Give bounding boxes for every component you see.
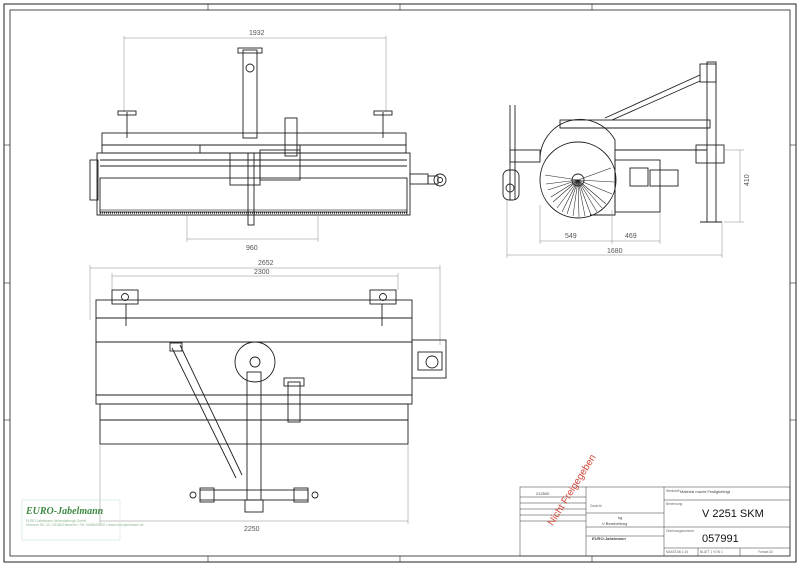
tb-scale: MAßSTAB 1:15 — [666, 550, 688, 554]
tb-name-header: Benennung — [666, 502, 683, 506]
tb-number-small: 212500 — [536, 491, 550, 496]
tb-sheet: BLATT 1 VON 1 — [700, 550, 723, 554]
tb-material-header: Werkstoff — [666, 489, 679, 493]
frame-ticks — [4, 4, 796, 562]
watermark-box — [21, 499, 121, 541]
watermark-line-1: EURO-Jabelmann Veranstaltungs-GmbH — [26, 519, 87, 523]
tb-weight: kg — [618, 515, 622, 520]
front-view — [89, 36, 447, 242]
plan-view — [89, 265, 447, 524]
dim-469-label: 469 — [625, 233, 637, 240]
tb-treatment: V Bearbeitung — [602, 521, 627, 526]
dim-2652-label: 2652 — [258, 260, 274, 267]
drawing-frame — [9, 9, 791, 557]
sheet-border — [3, 3, 797, 563]
dim-1680-label: 1680 — [607, 248, 623, 255]
tb-drawing-number: 057991 — [702, 533, 739, 545]
tb-format: Format A3 — [758, 550, 773, 554]
side-view — [502, 61, 744, 258]
dim-2300-label: 2300 — [254, 269, 270, 276]
dim-2250-label: 2250 — [244, 526, 260, 533]
tb-drawing-number-header: Zeichnungsnummer — [666, 529, 695, 533]
dim-410-label: 410 — [744, 174, 751, 186]
title-block — [519, 486, 791, 557]
dim-549-label: 549 — [565, 233, 577, 240]
dim-1932-label: 1932 — [249, 30, 265, 37]
watermark-line-2: Mommer Str. 23 • 26188 Edewecht • Tel: 0… — [26, 523, 144, 528]
tb-material: Material macht Festigkeitrigt — [680, 489, 731, 494]
watermark-address: EURO-Jabelmann Veranstaltungs-GmbH Momme… — [26, 519, 144, 527]
tb-company: EURO-Jabelmann — [592, 536, 626, 541]
tb-name: V 2251 SKM — [702, 508, 764, 520]
watermark-logo-text: EURO-Jabelmann — [26, 506, 104, 517]
tb-weight-label: Gewicht — [590, 504, 602, 508]
dim-960-label: 960 — [246, 245, 258, 252]
